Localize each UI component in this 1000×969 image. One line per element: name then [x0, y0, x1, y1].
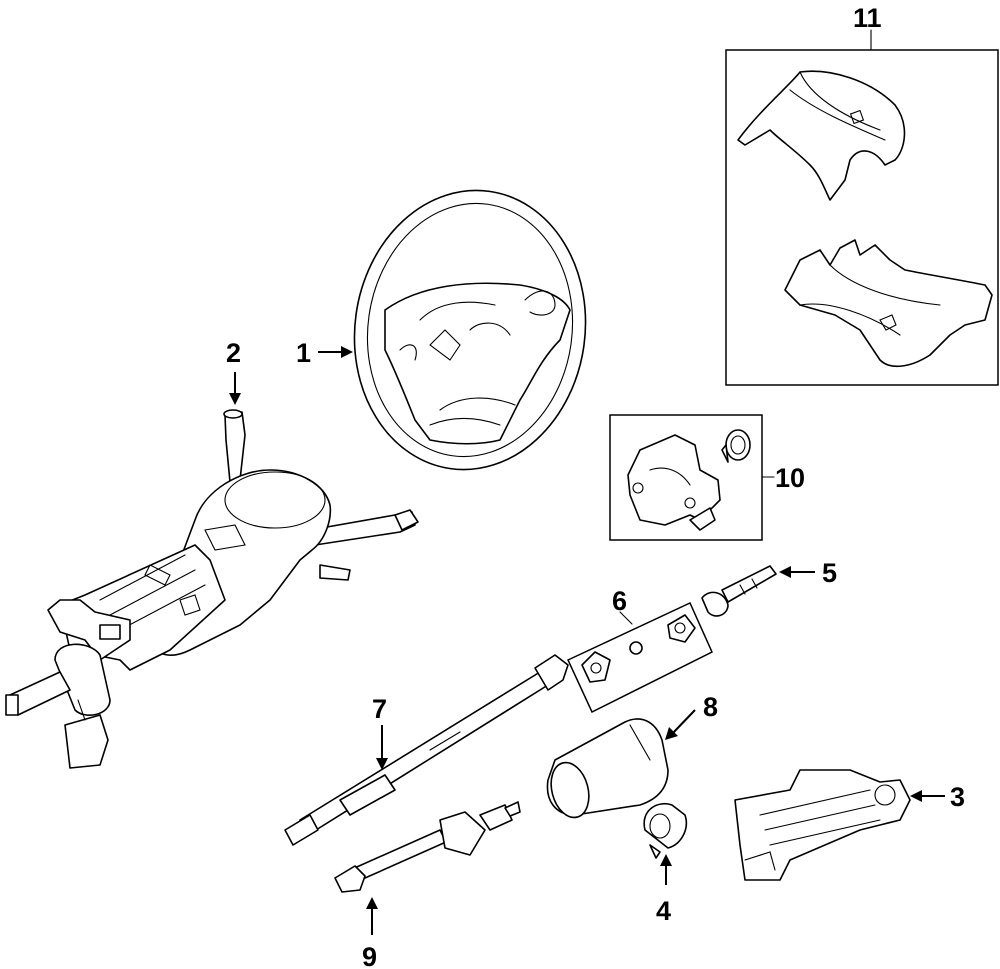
- callout-10: 10: [775, 463, 805, 493]
- part-6-bushing-kit[interactable]: [567, 601, 713, 714]
- part-2-column-assembly[interactable]: [5, 409, 419, 769]
- part-7-intermediate-shaft[interactable]: [284, 654, 569, 846]
- callout-5: 5: [822, 558, 837, 588]
- callout-4: 4: [656, 896, 671, 926]
- callout-7: 7: [372, 694, 387, 724]
- callout-9: 9: [362, 942, 377, 969]
- callout-3: 3: [950, 782, 965, 812]
- callout-6: 6: [612, 586, 627, 616]
- callout-2: 2: [226, 338, 241, 368]
- part-9-lower-shaft[interactable]: [334, 801, 521, 893]
- part-3-column-housing[interactable]: [734, 769, 911, 881]
- part-10-lock-housing-kit[interactable]: [609, 414, 775, 541]
- part-8-lock-cylinder-housing[interactable]: [545, 718, 669, 822]
- callout-arrows: [229, 346, 945, 935]
- part-11-column-covers[interactable]: [725, 29, 999, 386]
- part-1-steering-wheel[interactable]: [337, 175, 604, 484]
- callout-1: 1: [296, 338, 311, 368]
- part-5-upper-shaft[interactable]: [701, 565, 777, 617]
- part-4-bearing[interactable]: [643, 803, 687, 859]
- callout-11: 11: [853, 3, 882, 33]
- callout-8: 8: [703, 692, 718, 722]
